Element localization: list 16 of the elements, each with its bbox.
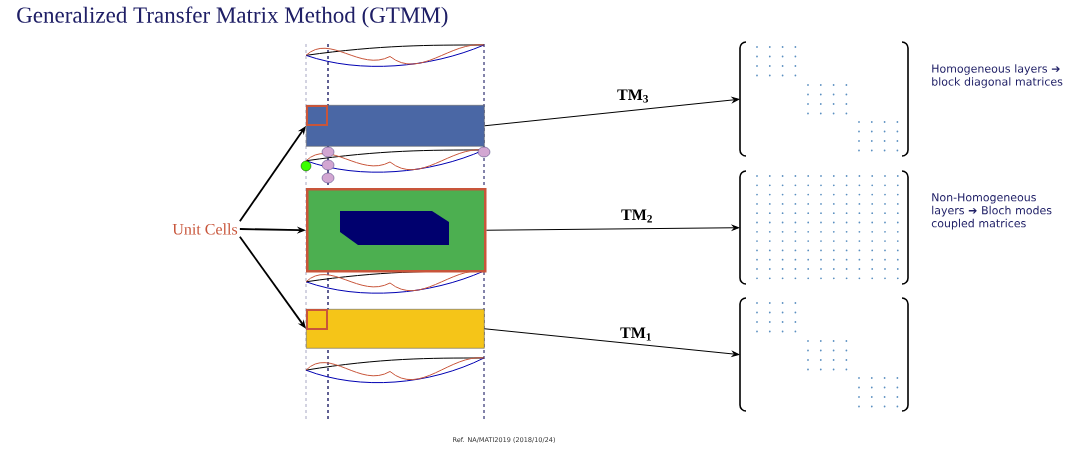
arrow [486, 224, 740, 231]
arrow [484, 97, 740, 127]
note-text: Homogeneous layers ➔ block diagonal matrices [932, 64, 1063, 88]
matrix-drawing [739, 41, 909, 157]
edge-label: TM$_{2}$ [621, 209, 652, 223]
matrix-drawing [739, 170, 909, 285]
arrow [484, 328, 740, 357]
matrix-drawing [739, 297, 909, 412]
slide-title: Generalized Transfer Matrix Method (GTMM) [17, 6, 448, 28]
edge-label: TM$_{3}$ [617, 89, 649, 103]
layer-block [306, 309, 485, 349]
layer-block [306, 105, 485, 147]
unit-cell-block [306, 188, 487, 273]
note-text: Non-Homogeneous layers ➔ Bloch modes coupled matrices [931, 193, 1052, 230]
edge-label: TM$_{1}$ [620, 327, 651, 341]
node-label: Unit Cells [172, 223, 238, 235]
